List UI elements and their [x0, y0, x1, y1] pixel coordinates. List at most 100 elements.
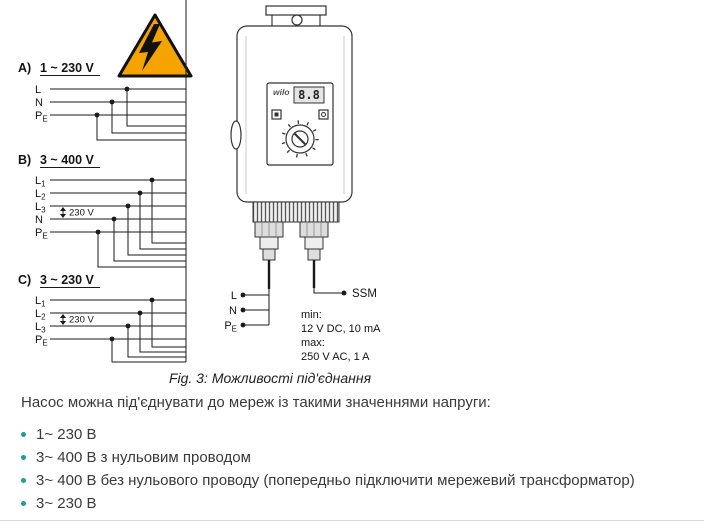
ssm-cable-connection: SSM	[312, 260, 377, 300]
power-cable-connection: L N PE	[224, 260, 271, 334]
wiring-figure: A) 1 ~ 230 V L N PE B) 3 ~ 400 V L1 L2 L	[18, 0, 381, 363]
annotation-bg	[67, 314, 97, 325]
voltage-annotation-c: 230 V	[60, 314, 97, 326]
section-a-prefix: A)	[18, 61, 31, 75]
list-item: 3~ 230 В	[21, 495, 635, 512]
junction-dot	[95, 229, 101, 235]
gland-mid	[259, 236, 279, 250]
junction-dot	[111, 216, 117, 222]
terminal-label-l: L	[231, 290, 237, 302]
lightning-icon	[139, 24, 162, 71]
rating-max-label: max:	[301, 337, 325, 349]
list-item-text: 3~ 400 В з нульовим проводом	[36, 449, 251, 466]
wire-line	[50, 218, 186, 262]
gland-tip	[262, 248, 276, 261]
figure-number: Fig. 3:	[168, 370, 208, 386]
brand-logo: wilo	[273, 87, 290, 97]
voltage-options-list: 1~ 230 В 3~ 400 В з нульовим проводом 3~…	[21, 426, 635, 518]
terminal-dot-n	[240, 307, 246, 313]
section-c-voltage: 3 ~ 230 V	[40, 273, 95, 287]
wire-label-l2: L2	[35, 308, 46, 322]
figure-title: Можливості під'єднання	[211, 370, 372, 386]
voltage-annotation-b: 230 V	[60, 207, 97, 219]
wire-label-l1: L1	[35, 295, 46, 309]
cable-gland-right	[299, 221, 329, 261]
wire-line	[50, 192, 186, 250]
diagram-section-c: C) 3 ~ 230 V L1 L2 L3 PE 230 V	[18, 273, 186, 363]
cable-gland-left	[254, 221, 284, 261]
list-item-text: 3~ 400 В без нульового проводу (попередн…	[36, 472, 635, 489]
junction-dot	[137, 190, 143, 196]
side-port	[230, 120, 242, 150]
gland-tip	[307, 248, 321, 261]
dial-slot	[293, 132, 307, 146]
wire-label-l1: L1	[35, 175, 46, 189]
wire-line	[50, 205, 186, 256]
bullet-icon	[21, 501, 26, 506]
wire-line	[50, 101, 186, 134]
section-b-voltage: 3 ~ 400 V	[40, 153, 95, 167]
display-value: 8.8	[298, 88, 320, 102]
junction-dot	[125, 323, 131, 329]
junction-dot	[149, 177, 155, 183]
arrowhead-down	[60, 214, 66, 218]
high-voltage-warning-icon	[117, 13, 193, 78]
junction-dot	[124, 86, 130, 92]
panel-icon-left-glyph	[274, 112, 279, 117]
bullet-icon	[21, 432, 26, 437]
wire-label-pe: PE	[35, 227, 48, 241]
panel-icon-right-glyph	[321, 112, 326, 117]
vent-plug	[291, 14, 303, 26]
terminal-block	[252, 201, 340, 223]
ssm-contact-ratings: min: 12 V DC, 10 mA max: 250 V AC, 1 A	[301, 309, 381, 363]
wire-label-l3: L3	[35, 201, 46, 215]
arrowhead-up	[60, 207, 66, 211]
section-b-prefix: B)	[18, 153, 31, 167]
terminal-label-n: N	[229, 305, 237, 317]
figure-caption: Fig. 3:Можливості під'єднання	[0, 370, 540, 386]
junction-dot	[137, 310, 143, 316]
junction-dot	[149, 297, 155, 303]
wire-line	[50, 114, 186, 141]
diagram-section-b: B) 3 ~ 400 V L1 L2 L3 N PE	[18, 153, 186, 268]
terminal-dot-pe	[240, 322, 246, 328]
gland-mid	[304, 236, 324, 250]
wire-label-n: N	[35, 214, 43, 226]
wire-label-pe: PE	[35, 334, 48, 348]
annotation-bg	[67, 207, 97, 218]
wire-line	[50, 299, 186, 348]
panel-icon-right	[318, 109, 329, 120]
wire-label-l: L	[35, 84, 41, 96]
annotation-text: 230 V	[69, 315, 94, 326]
led-display	[293, 86, 325, 104]
junction-dot	[109, 336, 115, 342]
device-top-cap	[265, 5, 327, 16]
list-item-text: 1~ 230 В	[36, 426, 97, 443]
terminal-dot-l	[240, 292, 246, 298]
ssm-label: SSM	[352, 288, 377, 300]
dial-tick-marks	[281, 120, 319, 158]
rating-max-value: 250 V AC, 1 A	[301, 351, 370, 363]
ssm-dot	[341, 290, 347, 296]
wire-label-pe: PE	[35, 110, 48, 124]
wire-line	[50, 179, 186, 244]
section-a-voltage: 1 ~ 230 V	[40, 61, 95, 75]
junction-dot	[125, 203, 131, 209]
annotation-text: 230 V	[69, 208, 94, 219]
arrowhead-up	[60, 314, 66, 318]
diagram-section-a: A) 1 ~ 230 V L N PE	[18, 61, 186, 141]
rating-min-label: min:	[301, 309, 322, 321]
wire-line	[50, 325, 186, 358]
wire-line	[50, 231, 186, 268]
wire-label-n: N	[35, 97, 43, 109]
page-divider	[0, 520, 704, 521]
bullet-icon	[21, 455, 26, 460]
terminal-label-pe: PE	[224, 320, 237, 334]
control-panel: wilo 8.8	[266, 82, 334, 166]
arrowhead-down	[60, 321, 66, 325]
ssm-wire	[313, 288, 344, 294]
list-item: 3~ 400 В з нульовим проводом	[21, 449, 635, 466]
list-item: 1~ 230 В	[21, 426, 635, 443]
rating-min-value: 12 V DC, 10 mA	[301, 323, 381, 335]
